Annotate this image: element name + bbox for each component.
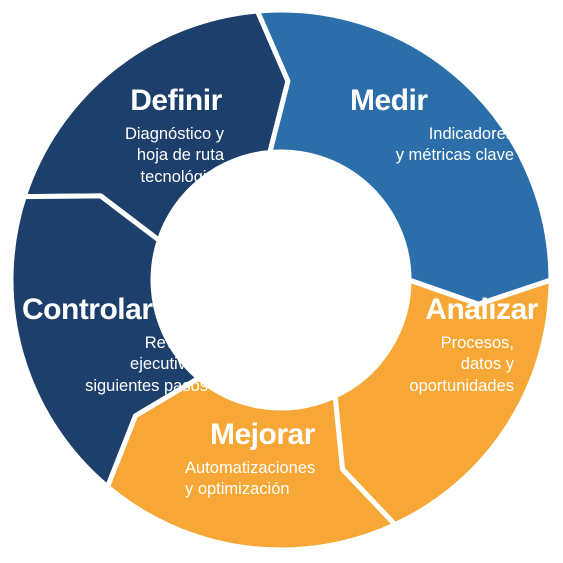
medir-description: Indicadores y métricas clave	[395, 125, 514, 165]
segment-controlar	[8, 193, 202, 490]
medir-label: Medir Indicadores y métricas clave	[344, 86, 524, 167]
segment-definir	[21, 8, 291, 243]
segment-analizar	[332, 277, 554, 528]
medir-title: Medir	[350, 84, 428, 117]
analizar-label: Analizar Procesos, datos y oportunidades	[366, 295, 538, 397]
definir-label: Definir Diagnóstico y hoja de ruta tecno…	[96, 86, 256, 188]
segment-mejorar	[104, 375, 398, 553]
analizar-title: Analizar	[425, 293, 538, 326]
controlar-description: Revisión ejecutiva y siguientes pasos	[85, 334, 208, 395]
segment-medir	[254, 7, 554, 307]
analizar-description: Procesos, datos y oportunidades	[409, 334, 514, 395]
mejorar-title: Mejorar	[210, 418, 315, 451]
mejorar-label: Mejorar Automatizaciones y optimización	[180, 420, 380, 501]
definir-title: Definir	[130, 84, 222, 117]
controlar-label: Controlar Revisión ejecutiva y siguiente…	[22, 295, 222, 397]
mejorar-description: Automatizaciones y optimización	[185, 459, 316, 499]
controlar-title: Controlar	[22, 293, 153, 326]
definir-description: Diagnóstico y hoja de ruta tecnológica	[124, 125, 224, 186]
